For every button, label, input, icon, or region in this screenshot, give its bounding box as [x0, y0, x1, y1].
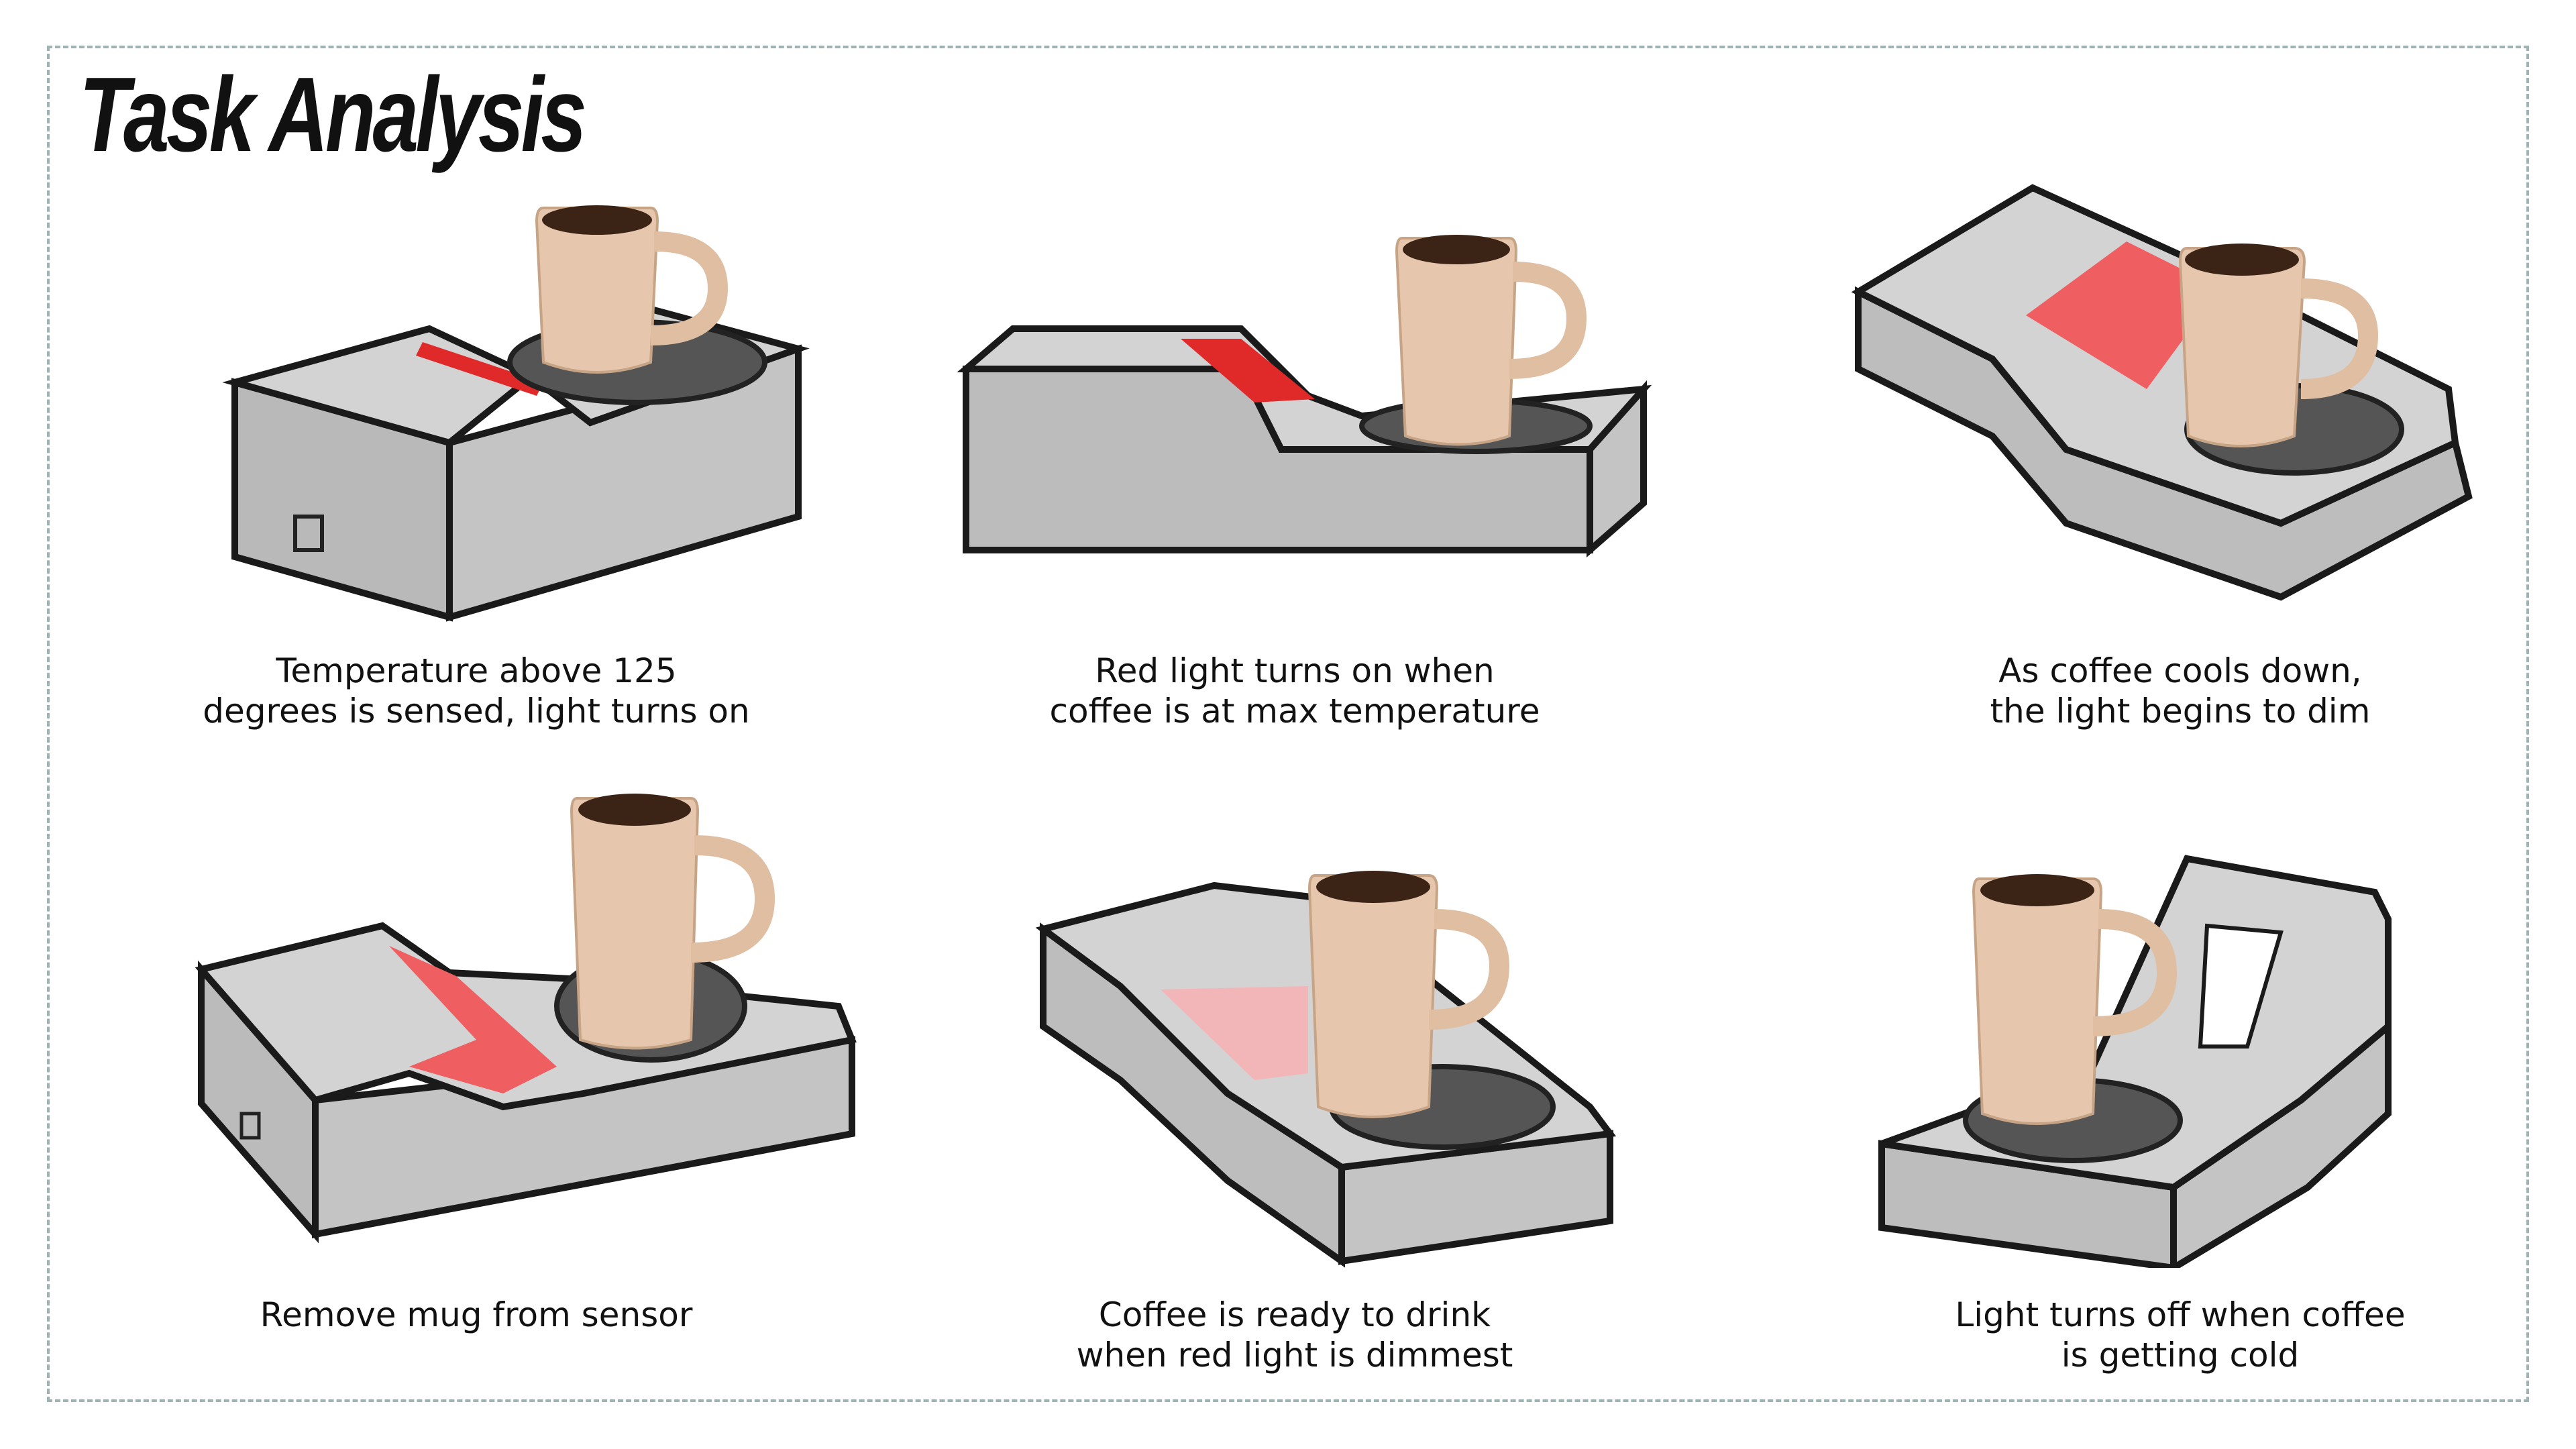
mug-body [1395, 237, 1518, 446]
caption-3: As coffee cools down, the light begins t… [1990, 651, 2371, 731]
device-illustration-3 [1851, 184, 2473, 601]
caption-1: Temperature above 125 degrees is sensed,… [203, 651, 750, 731]
caption-5: Coffee is ready to drink when red light … [1076, 1295, 1513, 1375]
device-illustration-6 [1878, 855, 2392, 1268]
panel-4: Remove mug from sensor [74, 785, 879, 1389]
panel-5: Coffee is ready to drink when red light … [892, 785, 1697, 1389]
mug-body [570, 797, 700, 1050]
coffee-surface [1403, 235, 1510, 264]
mug-body [2178, 247, 2306, 447]
device-illustration-5 [1035, 871, 1617, 1268]
caption-4: Remove mug from sensor [260, 1295, 693, 1334]
page-title: Task Analysis [79, 56, 587, 174]
mug-handle [1509, 262, 1587, 379]
indicator-light [416, 342, 543, 396]
power-icon [293, 515, 324, 552]
coffee-surface [1980, 874, 2094, 906]
coffee-surface [2185, 244, 2299, 276]
coffee-surface [578, 794, 691, 826]
indicator-light [389, 946, 557, 1093]
coffee-surface [1316, 871, 1430, 903]
caption-2: Red light turns on when coffee is at max… [1049, 651, 1540, 731]
indicator-light [2026, 241, 2220, 389]
caption-6: Light turns off when coffee is getting c… [1955, 1295, 2406, 1375]
device-illustration-4 [195, 794, 857, 1244]
device-top-face [195, 922, 857, 1111]
device-side-face [1587, 380, 1647, 558]
mug-body [1972, 877, 2103, 1125]
panel-1: Temperature above 125 degrees is sensed,… [74, 168, 879, 771]
coffee-surface [542, 205, 652, 235]
power-icon [239, 1112, 261, 1140]
panel-6: Light turns off when coffee is getting c… [1778, 785, 2576, 1389]
mug-body [1307, 874, 1439, 1118]
mug-handle [650, 231, 729, 345]
indicator-light [1161, 986, 1308, 1080]
panel-2: Red light turns on when coffee is at max… [892, 168, 1697, 771]
device-illustration-1 [222, 205, 810, 622]
mug-body [535, 207, 659, 374]
mug-handle [1428, 909, 1510, 1030]
dashed-frame [47, 46, 2529, 1402]
mug-handle [2300, 278, 2379, 399]
device-illustration-2 [957, 235, 1652, 558]
indicator-light [1181, 339, 1315, 402]
mug-handle [690, 835, 775, 963]
panel-3: As coffee cools down, the light begins t… [1778, 168, 2576, 771]
mug-handle [2092, 909, 2178, 1036]
indicator-light-off [2198, 923, 2284, 1049]
